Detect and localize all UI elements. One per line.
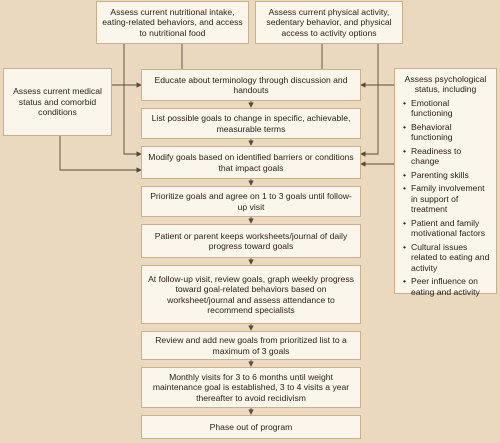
step-modify-goals-text: Modify goals based on identified barrier… — [148, 152, 354, 173]
step-educate-text: Educate about terminology through discus… — [154, 74, 348, 95]
step-journal: Patient or parent keeps worksheets/journ… — [141, 224, 361, 258]
psychological-title: Assess psychological status, including — [404, 74, 487, 95]
assess-nutrition-box: Assess current nutritional intake, eatin… — [96, 1, 249, 44]
list-item: Emotional functioning — [403, 98, 490, 119]
list-item: Cultural issues related to eating and ac… — [403, 242, 490, 273]
list-item: Behavioral functioning — [403, 122, 490, 143]
step-modify-goals: Modify goals based on identified barrier… — [141, 146, 361, 179]
step-review-goals-text: Review and add new goals from prioritize… — [155, 335, 347, 356]
step-list-goals-text: List possible goals to change in specifi… — [151, 113, 351, 134]
list-item: Family involvement in support of treatme… — [403, 183, 490, 214]
list-item: Patient and family motivational factors — [403, 218, 490, 239]
psychological-list: Emotional functioning Behavioral functio… — [401, 98, 490, 300]
assess-medical-text: Assess current medical status and comorb… — [13, 86, 102, 118]
assess-nutrition-text: Assess current nutritional intake, eatin… — [102, 6, 243, 38]
step-monthly-visits-text: Monthly visits for 3 to 6 months until w… — [152, 371, 350, 403]
step-phase-out-text: Phase out of program — [209, 421, 293, 432]
assess-medical-box: Assess current medical status and comorb… — [3, 68, 112, 136]
step-journal-text: Patient or parent keeps worksheets/journ… — [154, 230, 348, 251]
list-item: Peer influence on eating and activity — [403, 276, 490, 297]
step-monthly-visits: Monthly visits for 3 to 6 months until w… — [141, 367, 361, 408]
step-phase-out: Phase out of program — [141, 415, 361, 439]
step-follow-up: At follow-up visit, review goals, graph … — [141, 265, 361, 324]
assess-activity-box: Assess current physical activity, sedent… — [255, 1, 403, 44]
list-item: Parenting skills — [403, 170, 490, 181]
step-list-goals: List possible goals to change in specifi… — [141, 108, 361, 139]
step-prioritize-goals-text: Prioritize goals and agree on 1 to 3 goa… — [150, 191, 352, 212]
list-item: Readiness to change — [403, 146, 490, 167]
step-prioritize-goals: Prioritize goals and agree on 1 to 3 goa… — [141, 186, 361, 217]
step-review-goals: Review and add new goals from prioritize… — [141, 331, 361, 360]
step-educate: Educate about terminology through discus… — [141, 69, 361, 101]
step-follow-up-text: At follow-up visit, review goals, graph … — [148, 273, 354, 315]
assess-activity-text: Assess current physical activity, sedent… — [266, 6, 392, 38]
assess-psychological-box: Assess psychological status, including E… — [394, 68, 497, 297]
